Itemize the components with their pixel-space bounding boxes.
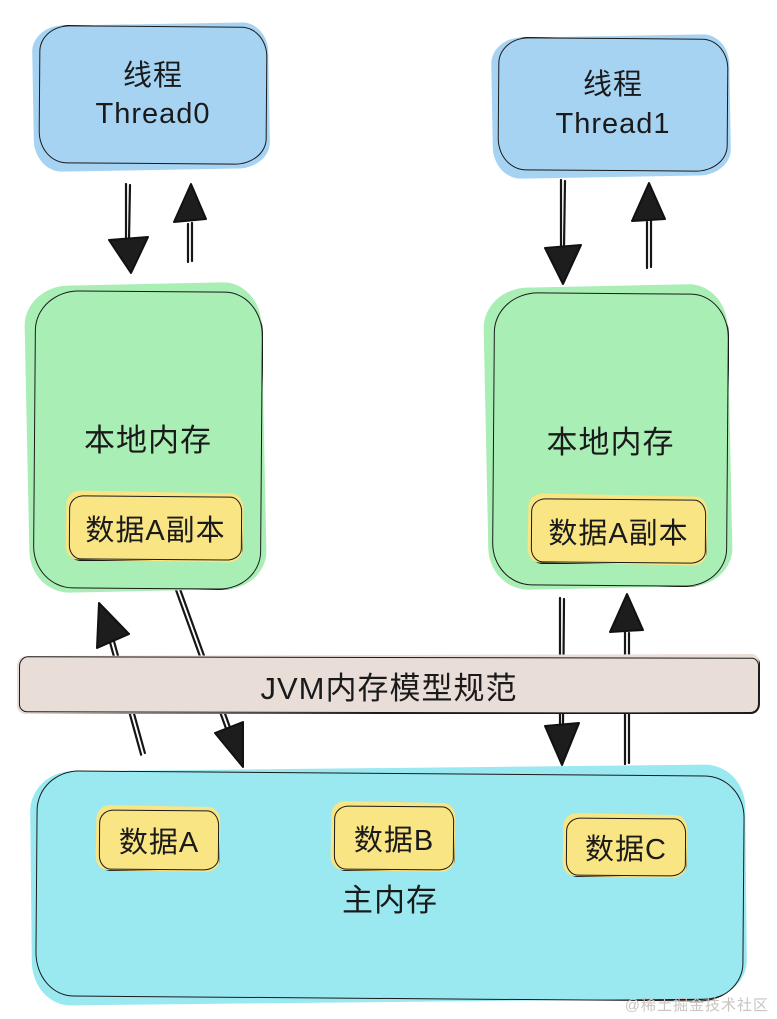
main-memory-box: 数据A 数据B 数据C 主内存 [35,772,745,1000]
thread1-label-en: Thread1 [555,107,671,140]
data-c-box: 数据C [565,817,687,877]
arrow-thread1-read-up-icon [631,182,666,270]
jmm-spec-bar: JVM内存模型规范 [18,656,760,714]
data-b-box: 数据B [333,805,455,871]
thread1-label: 线程 Thread1 [555,66,670,143]
watermark: @稀土掘金技术社区 [624,997,769,1014]
main-memory-label: 主内存 [342,883,438,918]
arrow-thread0-read-up-icon [173,183,207,264]
data-c-label: 数据C [585,834,667,866]
thread1-label-cn: 线程 [582,69,643,102]
data-a-copy0-label: 数据A副本 [85,515,226,547]
data-a-copy1-label: 数据A副本 [548,518,689,550]
arrow-thread0-write-down-icon [108,182,149,274]
data-a-box: 数据A [98,809,220,871]
thread1-box: 线程 Thread1 [497,37,729,172]
local-memory0-label: 本地内存 [84,423,212,458]
thread0-label-en: Thread0 [95,98,211,130]
thread0-label: 线程 Thread0 [95,57,210,134]
data-b-label: 数据B [353,825,435,857]
local-memory0-box: 本地内存 数据A副本 [33,290,263,590]
local-memory1-label: 本地内存 [546,425,675,460]
data-a-copy1-box: 数据A副本 [530,498,707,564]
thread0-label-cn: 线程 [122,59,183,92]
local-memory1-box: 本地内存 数据A副本 [492,292,729,587]
data-a-copy0-box: 数据A副本 [68,495,243,561]
arrow-thread1-write-down-icon [544,178,582,285]
thread0-box: 线程 Thread0 [38,25,268,165]
jmm-spec-label: JVM内存模型规范 [260,670,518,706]
data-a-label: 数据A [118,827,200,859]
